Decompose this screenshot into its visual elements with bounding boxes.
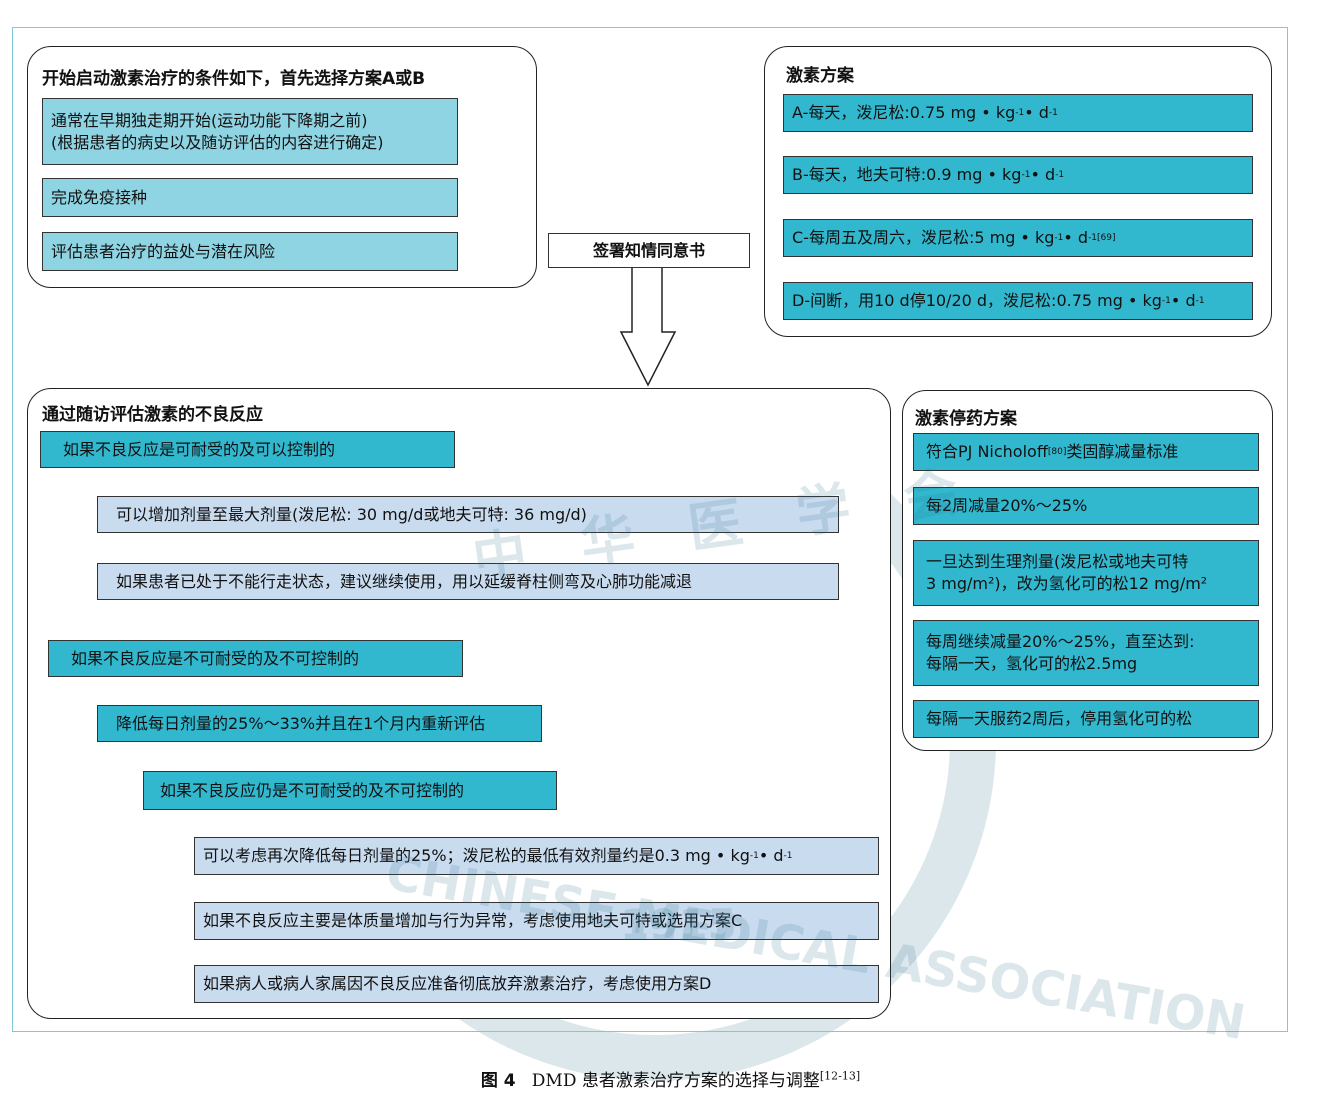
regimen-a-box: A-每天，泼尼松:0.75 mg • kg-1 • d-1: [783, 94, 1253, 132]
taper-step-1-ref: [80]: [1047, 446, 1067, 457]
regimen-b-sup2: -1: [1055, 169, 1065, 180]
regimen-a-mid: • d: [1024, 103, 1049, 123]
regimen-d-mid: • d: [1170, 291, 1196, 311]
still-intolerable-text: 如果不良反应仍是不可耐受的及不可控制的: [160, 780, 465, 800]
reduce-dose-box: 降低每日剂量的25%～33%并且在1个月内重新评估: [97, 705, 542, 742]
taper-step-3: 一旦达到生理剂量(泼尼松或地夫可特 3 mg/m²)，改为氢化可的松12 mg/…: [913, 540, 1259, 606]
regimen-a-sup1: -1: [1015, 107, 1025, 118]
taper-step-4: 每周继续减量20%～25%，直至达到: 每隔一天，氢化可的松2.5mg: [913, 620, 1259, 686]
intolerable-option-stop-text: 如果病人或病人家属因不良反应准备彻底放弃激素治疗，考虑使用方案D: [203, 974, 712, 994]
condition-risk-text: 评估患者治疗的益处与潜在风险: [51, 241, 276, 261]
consent-down-arrow: [619, 266, 677, 387]
regimens-title: 激素方案: [786, 66, 854, 86]
regimen-d-box: D-间断，用10 d停10/20 d，泼尼松:0.75 mg • kg-1 • …: [783, 282, 1253, 320]
consent-box: 签署知情同意书: [548, 233, 750, 268]
still-intolerable-box: 如果不良反应仍是不可耐受的及不可控制的: [143, 771, 557, 810]
intolerable-option-lower-mid: • d: [758, 846, 784, 866]
regimen-c-sup2: -1: [1088, 232, 1098, 243]
taper-step-2: 每2周减量20%～25%: [913, 487, 1259, 525]
regimen-c-box: C-每周五及周六，泼尼松:5 mg • kg-1 • d-1[69]: [783, 219, 1253, 257]
taper-step-5-text: 每隔一天服药2周后，停用氢化可的松: [926, 709, 1193, 729]
condition-box-timing: 通常在早期独走期开始(运动功能下降期之前) (根据患者的病史以及随访评估的内容进…: [42, 98, 458, 165]
regimen-a-sup2: -1: [1048, 107, 1058, 118]
tolerable-option-continue-text: 如果患者已处于不能行走状态，建议继续使用，用以延缓脊柱侧弯及心肺功能减退: [116, 571, 693, 591]
taper-step-4-line2: 每隔一天，氢化可的松2.5mg: [926, 654, 1138, 673]
intolerable-option-lower-sup2: -1: [783, 850, 793, 861]
reduce-dose-text: 降低每日剂量的25%～33%并且在1个月内重新评估: [116, 713, 486, 733]
intolerable-option-stop: 如果病人或病人家属因不良反应准备彻底放弃激素治疗，考虑使用方案D: [194, 965, 879, 1003]
regimen-c-ref: [69]: [1097, 232, 1116, 243]
tolerable-option-increase-text: 可以增加剂量至最大剂量(泼尼松: 30 mg/d或地夫可特: 36 mg/d): [116, 504, 587, 524]
intolerable-label: 如果不良反应是不可耐受的及不可控制的: [71, 648, 360, 668]
figure-caption: 图 4 DMD 患者激素治疗方案的选择与调整[12-13]: [0, 1066, 1341, 1091]
caption-ref: [12-13]: [819, 1069, 861, 1083]
tolerable-option-continue: 如果患者已处于不能行走状态，建议继续使用，用以延缓脊柱侧弯及心肺功能减退: [97, 563, 839, 600]
conditions-title: 开始启动激素治疗的条件如下，首先选择方案A或B: [42, 69, 426, 89]
regimen-b-text: B-每天，地夫可特:0.9 mg • kg: [792, 165, 1022, 185]
tolerable-label: 如果不良反应是可耐受的及可以控制的: [63, 439, 336, 459]
taper-step-2-text: 每2周减量20%～25%: [926, 496, 1088, 516]
taper-step-3-line1: 一旦达到生理剂量(泼尼松或地夫可特: [926, 552, 1189, 572]
caption-text: DMD 患者激素治疗方案的选择与调整: [531, 1071, 820, 1091]
taper-step-1-text-b: 类固醇减量标准: [1066, 442, 1179, 462]
intolerable-box: 如果不良反应是不可耐受的及不可控制的: [48, 640, 463, 677]
condition-timing-line1: 通常在早期独走期开始(运动功能下降期之前): [51, 110, 368, 130]
regimen-b-sup1: -1: [1021, 169, 1031, 180]
regimen-c-text: C-每周五及周六，泼尼松:5 mg • kg: [792, 228, 1055, 248]
regimen-d-sup1: -1: [1161, 295, 1171, 306]
condition-box-immunization: 完成免疫接种: [42, 178, 458, 217]
tolerable-box: 如果不良反应是可耐受的及可以控制的: [40, 431, 455, 468]
caption-label: 图 4: [480, 1071, 516, 1091]
taper-title: 激素停药方案: [915, 409, 1017, 429]
figure-frame: [12, 27, 1288, 1032]
regimen-b-box: B-每天，地夫可特:0.9 mg • kg-1 • d-1: [783, 156, 1253, 194]
taper-step-3-line2: 3 mg/m²)，改为氢化可的松12 mg/m²: [926, 574, 1208, 593]
regimen-b-mid: • d: [1030, 165, 1056, 185]
condition-timing-line2: (根据患者的病史以及随访评估的内容进行确定): [51, 132, 384, 152]
intolerable-option-lower-sup1: -1: [749, 850, 759, 861]
regimen-c-mid: • d: [1063, 228, 1089, 248]
regimen-d-sup2: -1: [1195, 295, 1205, 306]
condition-immunization-text: 完成免疫接种: [51, 187, 148, 207]
taper-step-1: 符合PJ Nicholoff[80]类固醇减量标准: [913, 433, 1259, 471]
taper-step-4-line1: 每周继续减量20%～25%，直至达到:: [926, 632, 1195, 652]
intolerable-option-lower-text: 可以考虑再次降低每日剂量的25%；泼尼松的最低有效剂量约是0.3 mg • kg: [203, 846, 750, 866]
taper-step-1-text: 符合PJ Nicholoff: [926, 442, 1048, 462]
tolerable-option-increase: 可以增加剂量至最大剂量(泼尼松: 30 mg/d或地夫可特: 36 mg/d): [97, 496, 839, 533]
consent-label: 签署知情同意书: [592, 240, 705, 260]
regimen-c-sup1: -1: [1054, 232, 1064, 243]
condition-box-risk: 评估患者治疗的益处与潜在风险: [42, 232, 458, 271]
regimen-d-text: D-间断，用10 d停10/20 d，泼尼松:0.75 mg • kg: [792, 291, 1162, 311]
followup-title: 通过随访评估激素的不良反应: [42, 405, 263, 425]
regimen-a-text: A-每天，泼尼松:0.75 mg • kg: [792, 103, 1016, 123]
taper-step-5: 每隔一天服药2周后，停用氢化可的松: [913, 700, 1259, 738]
intolerable-option-deflazacort: 如果不良反应主要是体质量增加与行为异常，考虑使用地夫可特或选用方案C: [194, 902, 879, 940]
intolerable-option-deflazacort-text: 如果不良反应主要是体质量增加与行为异常，考虑使用地夫可特或选用方案C: [203, 911, 743, 931]
intolerable-option-lower: 可以考虑再次降低每日剂量的25%；泼尼松的最低有效剂量约是0.3 mg • kg…: [194, 837, 879, 875]
